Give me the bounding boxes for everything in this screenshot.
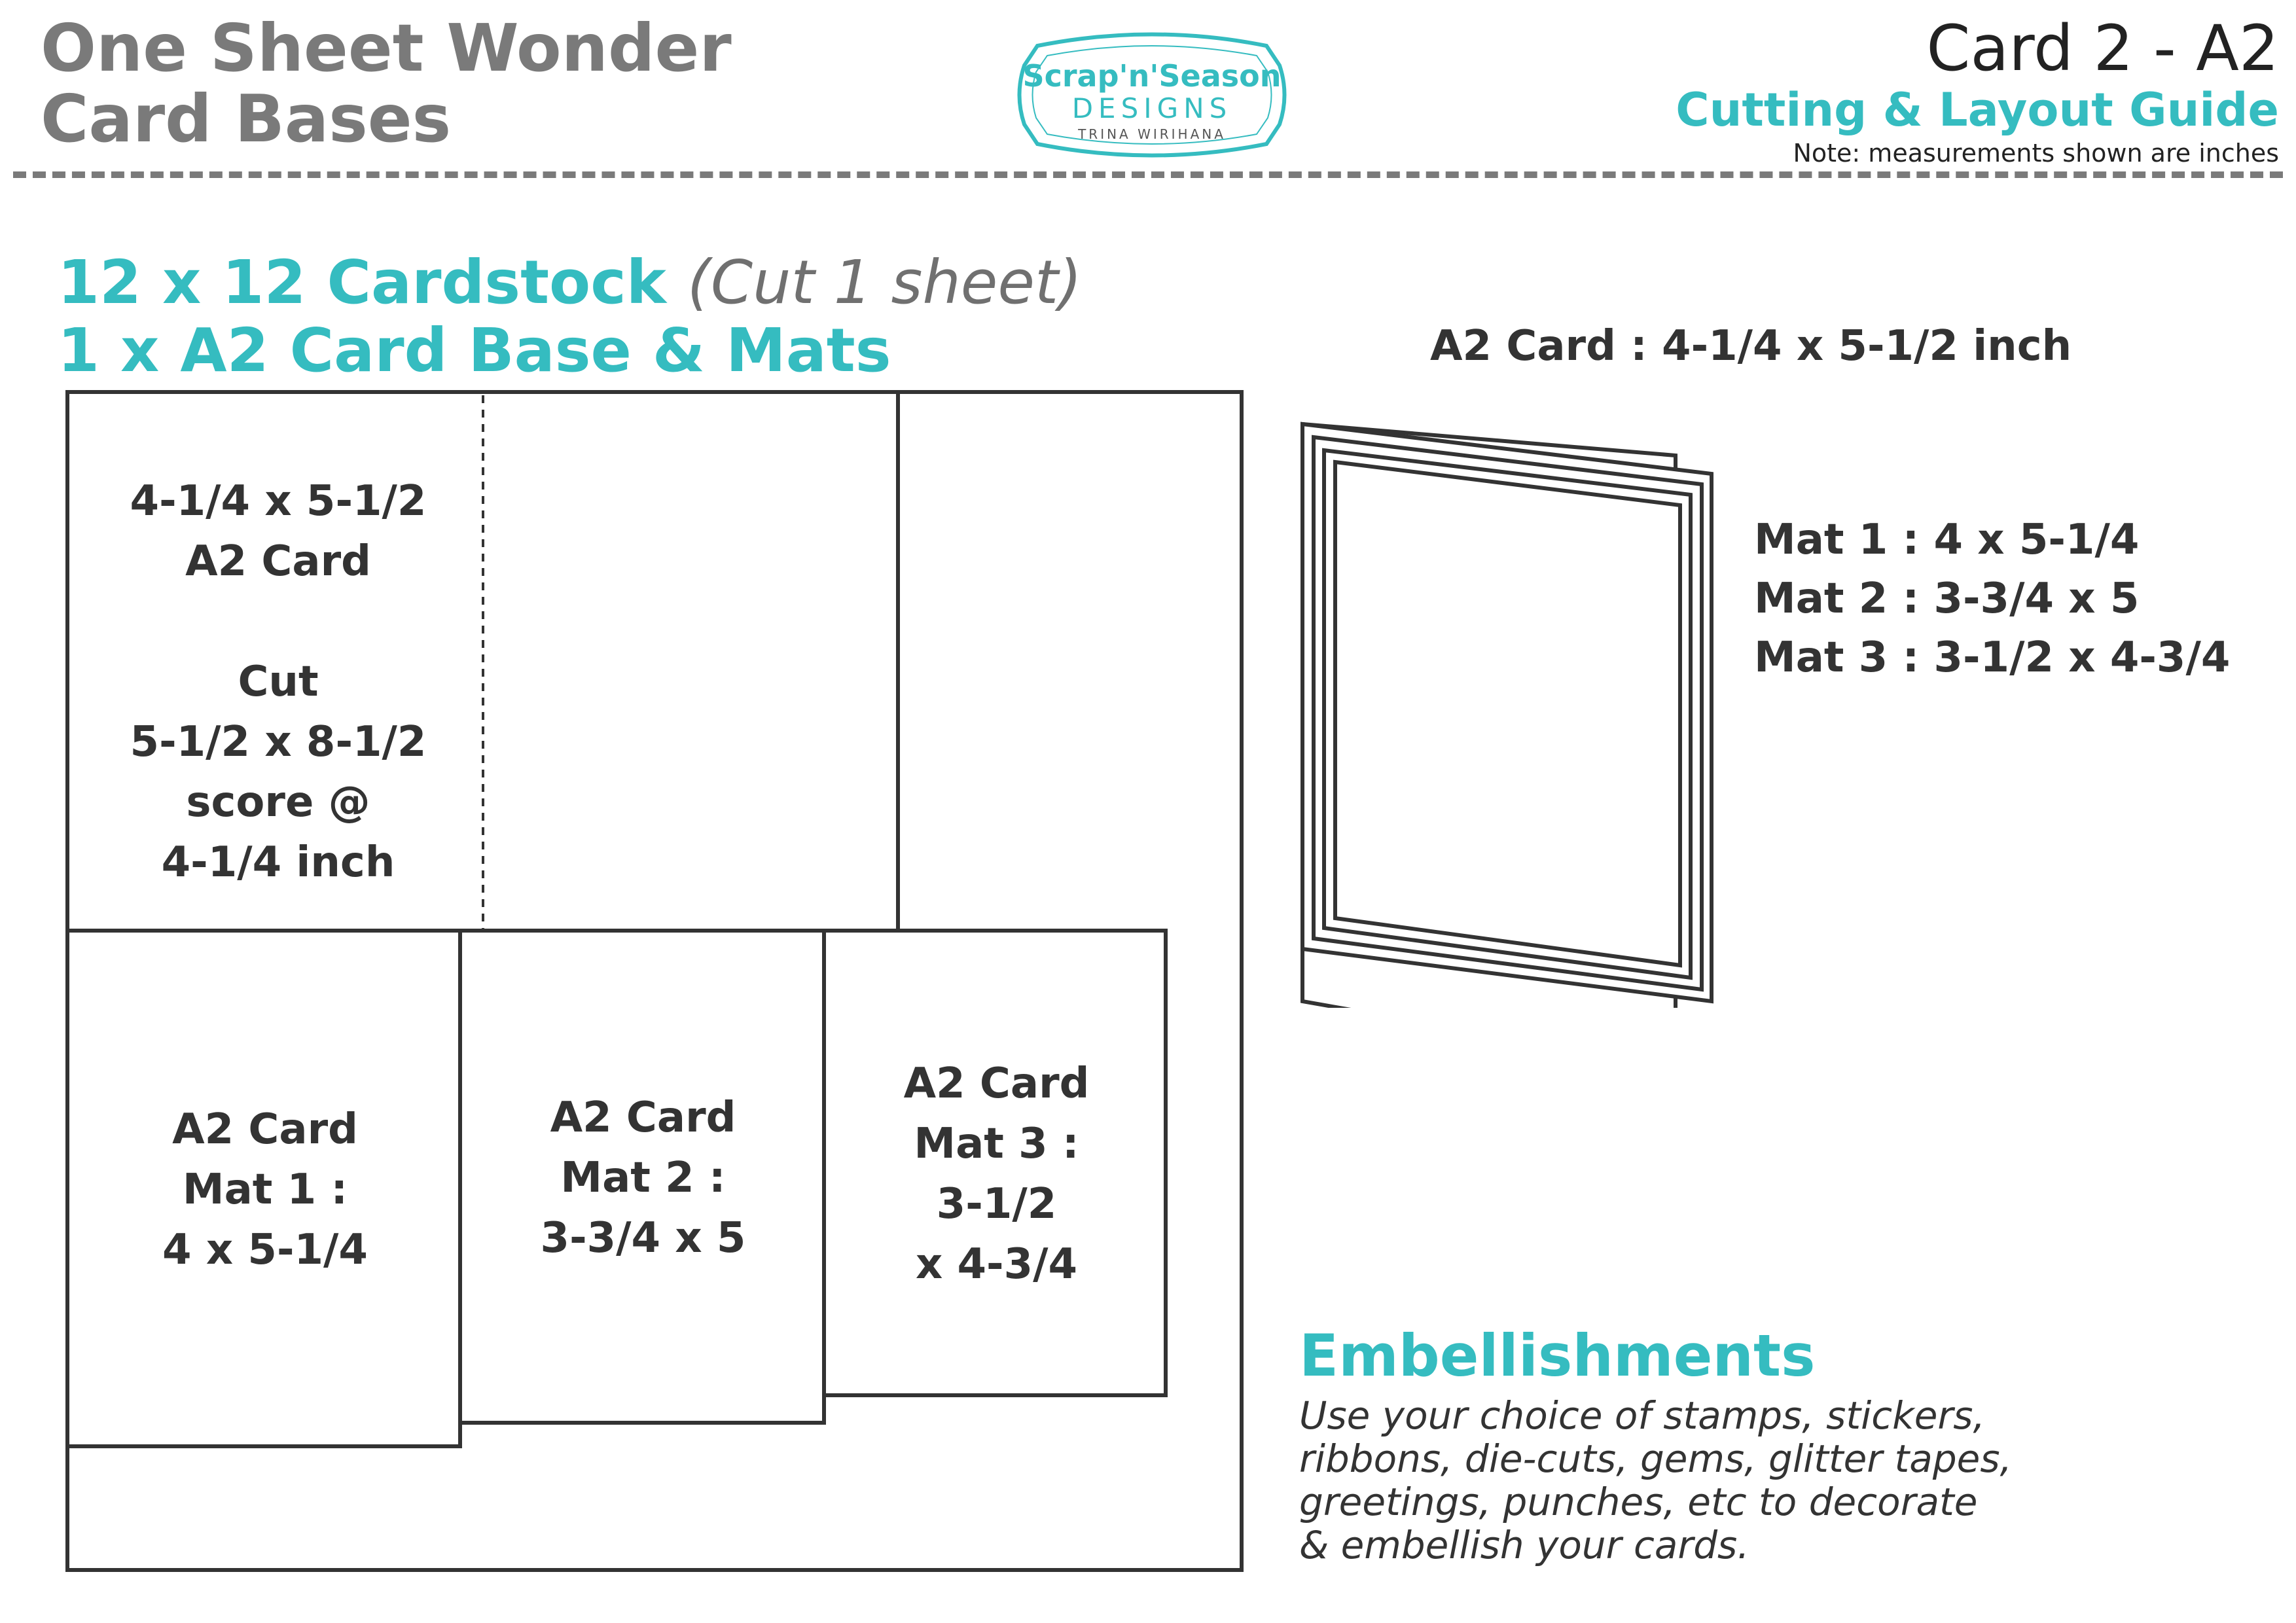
measurement-note: Note: measurements shown are inches [1793,139,2279,168]
mat-size-1: Mat 1 : 4 x 5-1/4 [1754,516,2140,564]
sheet-subtitle: 1 x A2 Card Base & Mats [58,315,891,385]
mat-3-outline [1333,459,1682,968]
mat-size-3: Mat 3 : 3-1/2 x 4-3/4 [1754,633,2231,682]
header-divider [13,171,2283,178]
header-title: One Sheet Wonder Card Bases [41,13,732,154]
card-label: Card 2 - A2 [1926,12,2279,85]
embellishments-title: Embellishments [1299,1322,1816,1389]
embellishments-line: Use your choice of stamps, stickers, [1299,1393,1985,1438]
embellishments-line: ribbons, die-cuts, gems, glitter tapes, [1299,1436,2012,1481]
card-base-label: 4-1/4 x 5-1/2 A2 Card Cut 5-1/2 x 8-1/2 … [130,477,427,887]
header-right: Card 2 - A2 Cutting & Layout Guide Note:… [1676,14,2279,169]
logo-line2: DESIGNS [1072,92,1232,124]
sheet-title: 12 x 12 Cardstock (Cut 1 sheet) 1 x A2 C… [58,249,1082,385]
a2-card-title: A2 Card : 4-1/4 x 5-1/2 inch [1430,322,2072,370]
mat-3-piece [822,929,1168,1397]
embellishments-line: greetings, punches, etc to decorate [1299,1480,1978,1524]
mat-2-outline [1322,448,1693,980]
mat-2-label: A2 Card Mat 2 : 3-3/4 x 5 [540,1094,746,1262]
logo-line1: Scrap'n'Season [1022,58,1281,94]
mat-1-outline [1312,435,1704,992]
mat-size-2: Mat 2 : 3-3/4 x 5 [1754,575,2140,623]
mat-1-label: A2 Card Mat 1 : 4 x 5-1/4 [162,1105,368,1274]
mat-3-label: A2 Card Mat 3 : 3-1/2 x 4-3/4 [903,1060,1090,1289]
embellishments-line: & embellish your cards. [1299,1523,1749,1567]
header-title-line2: Card Bases [41,80,452,157]
logo-line3: TRINA WIRIHANA [1077,126,1226,142]
card-front [1300,421,1713,1004]
mat-sizes: Mat 1 : 4 x 5-1/4 Mat 2 : 3-3/4 x 5 Mat … [1754,510,2230,687]
guide-label: Cutting & Layout Guide [1676,83,2279,137]
embellishments-text: Use your choice of stamps, stickers, rib… [1299,1394,2215,1567]
brand-logo: Scrap'n'Season DESIGNS TRINA WIRIHANA [1017,32,1287,158]
sheet-title-main: 12 x 12 Cardstock [58,247,666,317]
sheet-title-note: (Cut 1 sheet) [687,247,1082,317]
cutting-diagram [65,390,1244,1572]
header-title-line1: One Sheet Wonder [41,10,732,86]
card-illustration [1300,421,1713,1008]
